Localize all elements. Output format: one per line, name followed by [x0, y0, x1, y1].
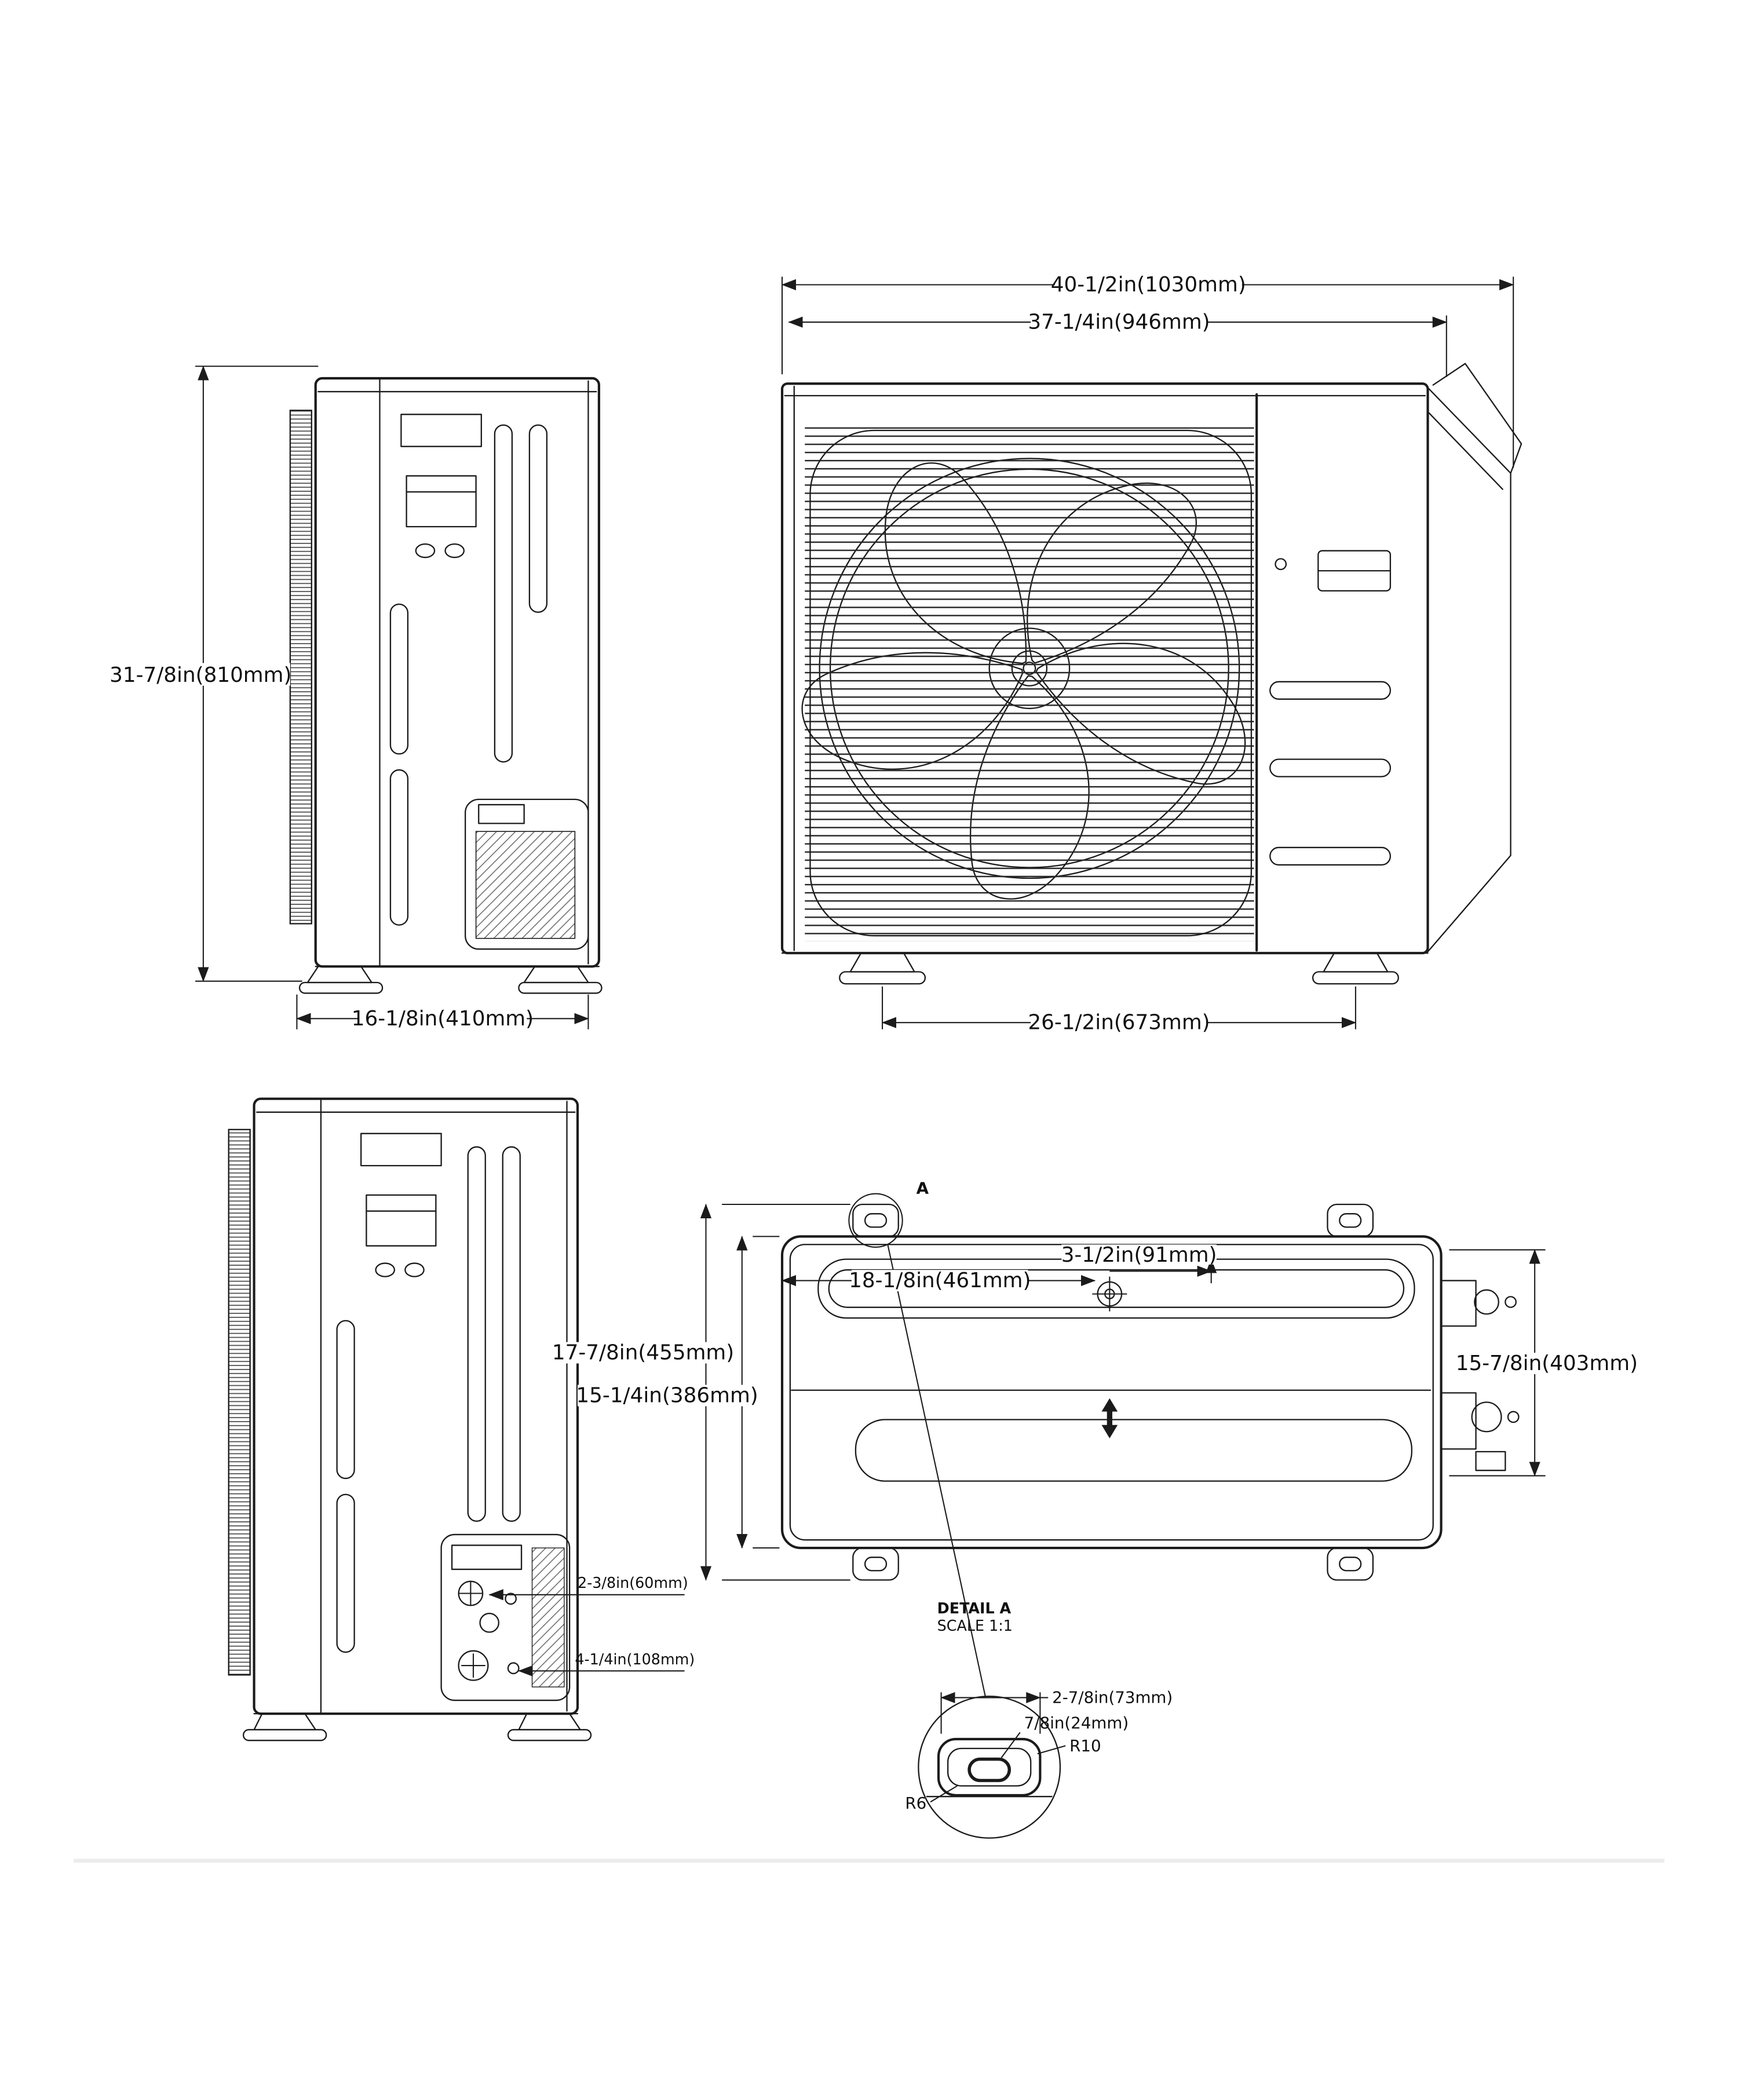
- dim-width-overall-label: 40-1/2in(1030mm): [1051, 273, 1246, 297]
- dim-width-body: 37-1/4in(946mm): [788, 311, 1448, 334]
- service-valves: [1440, 1280, 1520, 1471]
- grille-frame: [809, 429, 1253, 937]
- labels-stickers: [360, 1133, 442, 1277]
- feet: [298, 966, 603, 994]
- dim-feet-span: 26-1/2in(673mm): [881, 986, 1357, 1035]
- dim-slot-width-label: 2-7/8in(73mm): [1052, 1688, 1173, 1707]
- front-view: 40-1/2in(1030mm) 37-1/4in(946mm): [780, 273, 1522, 1035]
- labels-stickers: [400, 414, 482, 558]
- front-edge-outline: [855, 1419, 1412, 1482]
- detail-a-view: DETAIL A SCALE 1:1 2-7/8in(73mm) 7/8in(2…: [905, 1599, 1173, 1839]
- unit-body-side: [253, 1097, 579, 1715]
- detail-a-title: DETAIL A: [937, 1599, 1012, 1617]
- center-hole: [1092, 1276, 1127, 1312]
- terminal-cover: [464, 798, 589, 950]
- dim-right-height-label: 15-7/8in(403mm): [1456, 1352, 1638, 1375]
- radius-outer: R10: [1037, 1736, 1101, 1755]
- dim-height: 31-7/8in(810mm): [109, 365, 319, 982]
- dim-depth-body: 15-1/4in(386mm): [576, 1236, 780, 1549]
- fan-grille: [805, 425, 1254, 941]
- dim-slot-width: 2-7/8in(73mm): [940, 1688, 1173, 1734]
- side-perspective-edges: [1427, 363, 1522, 953]
- detail-a-marker: A: [917, 1179, 929, 1198]
- side-view-upper: 31-7/8in(810mm) 16-1/8in(410mm): [109, 365, 603, 1031]
- dim-hole-x-label: 18-1/8in(461mm): [849, 1269, 1031, 1292]
- panel-vent-slots: [389, 424, 548, 926]
- dim-depth: 16-1/8in(410mm): [296, 994, 589, 1031]
- dim-right-height: 15-7/8in(403mm): [1449, 1249, 1638, 1477]
- dim-valve-small: 2-3/8in(60mm): [488, 1574, 688, 1601]
- top-view: A 17-7/8in(455mm) 15-1/4in(386mm) 18-1/8…: [552, 1179, 1638, 1697]
- side-view-lower: 2-3/8in(60mm) 4-1/4in(108mm): [228, 1097, 695, 1741]
- dim-depth-body-label: 15-1/4in(386mm): [576, 1384, 758, 1408]
- dim-width-body-label: 37-1/4in(946mm): [1028, 311, 1210, 334]
- dim-feet-span-label: 26-1/2in(673mm): [1028, 1011, 1210, 1035]
- panel-vent-slots: [336, 1146, 521, 1653]
- coil-fins: [228, 1128, 251, 1676]
- radius-inner: R6: [905, 1785, 958, 1813]
- dim-valve-small-label: 2-3/8in(60mm): [578, 1574, 688, 1591]
- radius-outer-label: R10: [1069, 1736, 1101, 1755]
- dim-height-label: 31-7/8in(810mm): [109, 663, 291, 687]
- feet: [781, 952, 1429, 985]
- dim-width-overall: 40-1/2in(1030mm): [781, 273, 1514, 468]
- dim-slot-height: 7/8in(24mm): [1001, 1714, 1129, 1758]
- feet: [242, 1712, 592, 1741]
- valve-terminal-area: [440, 1533, 571, 1701]
- dim-depth-label: 16-1/8in(410mm): [352, 1007, 534, 1031]
- dim-valve-large: 4-1/4in(108mm): [518, 1650, 695, 1677]
- dim-depth-overall-label: 17-7/8in(455mm): [552, 1341, 734, 1365]
- radius-inner-label: R6: [905, 1794, 926, 1813]
- detail-a-callout-circle: [848, 1193, 903, 1248]
- dim-hole-x: 18-1/8in(461mm): [781, 1269, 1096, 1292]
- center-arrow-icon: [1101, 1398, 1118, 1438]
- coil-fins: [289, 410, 312, 925]
- detail-a-leader: [887, 1244, 986, 1697]
- dim-hole-offset-label: 3-1/2in(91mm): [1061, 1243, 1217, 1267]
- dim-valve-large-label: 4-1/4in(108mm): [575, 1650, 695, 1668]
- detail-a-geometry: [919, 1737, 1059, 1798]
- side-panel-details: [1269, 550, 1392, 866]
- dim-hole-offset: 3-1/2in(91mm): [1061, 1243, 1217, 1283]
- dim-slot-height-label: 7/8in(24mm): [1024, 1714, 1129, 1733]
- detail-a-scale: SCALE 1:1: [937, 1617, 1013, 1634]
